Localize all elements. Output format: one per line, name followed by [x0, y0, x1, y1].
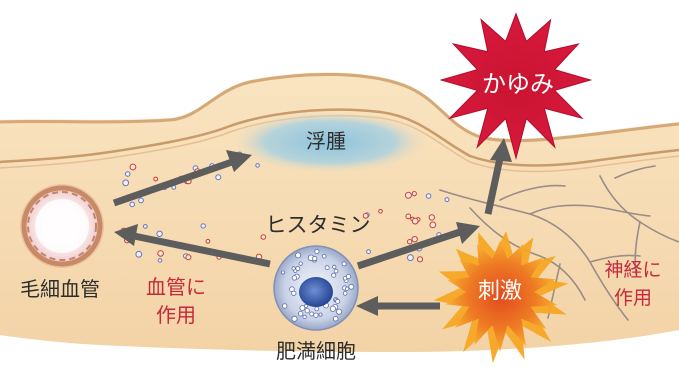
histamine-particle	[425, 193, 432, 199]
histamine-particle	[122, 179, 130, 187]
mast-cell-granule	[336, 308, 343, 315]
histamine-particle	[153, 176, 159, 182]
histamine-particle	[142, 224, 148, 229]
histamine-particle	[200, 223, 206, 229]
capillary-label: 毛細血管	[20, 277, 100, 301]
arrow-histamine-to-nerves	[356, 222, 480, 270]
mast-cell-granule	[333, 268, 339, 274]
histamine-particle	[411, 217, 419, 225]
mast-cell-granule	[331, 272, 337, 278]
histamine-particle	[157, 258, 163, 263]
mast-cell-granule	[302, 314, 307, 319]
mast-cell-granule	[324, 265, 330, 271]
histamine-particle	[129, 201, 135, 208]
mast-cell-granule	[342, 276, 348, 281]
histamine-particle	[205, 238, 211, 244]
mast-cell-granule	[291, 315, 298, 322]
mast-cell-granule	[297, 311, 304, 317]
mast-cell-granule	[291, 290, 297, 296]
histamine-particle	[404, 191, 412, 199]
itch-label: かゆみ	[482, 70, 554, 98]
edema-label: 浮腫	[306, 129, 346, 153]
histamine-particle	[157, 250, 164, 257]
mast-cell-granule	[304, 308, 310, 314]
histamine-particle	[405, 213, 412, 220]
histamine-particle	[407, 239, 413, 245]
histamine-particle	[129, 163, 137, 171]
histamine-particle	[185, 254, 192, 261]
mast-cell-granule	[314, 248, 320, 254]
mast-cell-granule	[345, 273, 351, 279]
arrows	[112, 138, 512, 316]
mast-cell-granule	[321, 253, 327, 259]
mast-cell-granule	[318, 312, 323, 317]
capillary-icon	[20, 184, 104, 268]
histamine-particle	[215, 174, 222, 181]
mast-cell-granule	[295, 252, 302, 259]
histamine-particle	[135, 250, 143, 258]
histamine-particle	[255, 163, 260, 168]
histamine-particle	[444, 197, 450, 203]
mast-cell-granule	[295, 266, 301, 271]
arrow-stimulus-to-mast-cell	[356, 296, 440, 316]
arrow-capillary-to-edema	[112, 150, 252, 207]
mast-cell-granule	[309, 311, 315, 317]
histamine-label: ヒスタミン	[266, 213, 371, 237]
acts-on-vessels-line1: 血管に	[146, 275, 206, 299]
stimulus-burst-icon	[433, 231, 569, 364]
mast-cell-granule	[291, 275, 298, 281]
histamine-particle	[366, 249, 371, 255]
stimulus-label: 刺激	[478, 279, 522, 304]
histamine-particle	[124, 171, 131, 177]
mast-cell-granule	[298, 261, 303, 266]
histamine-particle	[260, 234, 267, 240]
mast-cell-granule	[282, 303, 288, 309]
histamine-particle	[429, 221, 437, 229]
histamine-particle	[411, 236, 418, 243]
arrow-nerves-to-itch	[484, 138, 512, 215]
mast-cell-granule	[341, 261, 347, 267]
mast-cell-granule	[280, 270, 285, 275]
mast-cell-granule	[342, 291, 348, 296]
acts-on-nerves-line2: 作用	[614, 287, 652, 309]
mast-cell-label: 肥満細胞	[276, 339, 356, 363]
mast-cell-granule	[329, 305, 336, 312]
histamine-particle	[138, 197, 144, 204]
nerve-fibers	[439, 165, 679, 321]
histamine-particle	[156, 230, 163, 238]
acts-on-nerves-line1: 神経に	[604, 259, 661, 281]
histamine-particle	[411, 191, 417, 197]
mast-cell-granule	[299, 305, 306, 311]
histamine-particle	[362, 212, 369, 219]
mast-cell-granule	[333, 316, 339, 322]
mast-cell-granule	[312, 255, 318, 262]
mast-cell-granule	[291, 266, 296, 271]
mast-cell-granule	[348, 283, 355, 290]
mast-cell-granule	[303, 303, 309, 308]
mast-cell-granule	[313, 312, 319, 318]
histamine-particle	[416, 256, 424, 263]
acts-on-vessels-line2: 作用	[156, 303, 196, 327]
histamine-particle	[407, 254, 414, 262]
mast-cell-icon	[273, 245, 359, 331]
histamine-particle	[428, 214, 435, 221]
arrow-histamine-to-capillary	[114, 224, 271, 268]
itch-burst-icon	[439, 12, 593, 160]
mast-cell-granule	[335, 298, 341, 304]
edema-area	[230, 110, 430, 174]
mast-cell-granule	[344, 286, 350, 291]
histamine-particle	[378, 209, 383, 214]
mast-cell-granule	[332, 264, 337, 269]
mast-cell-granule	[314, 306, 320, 312]
